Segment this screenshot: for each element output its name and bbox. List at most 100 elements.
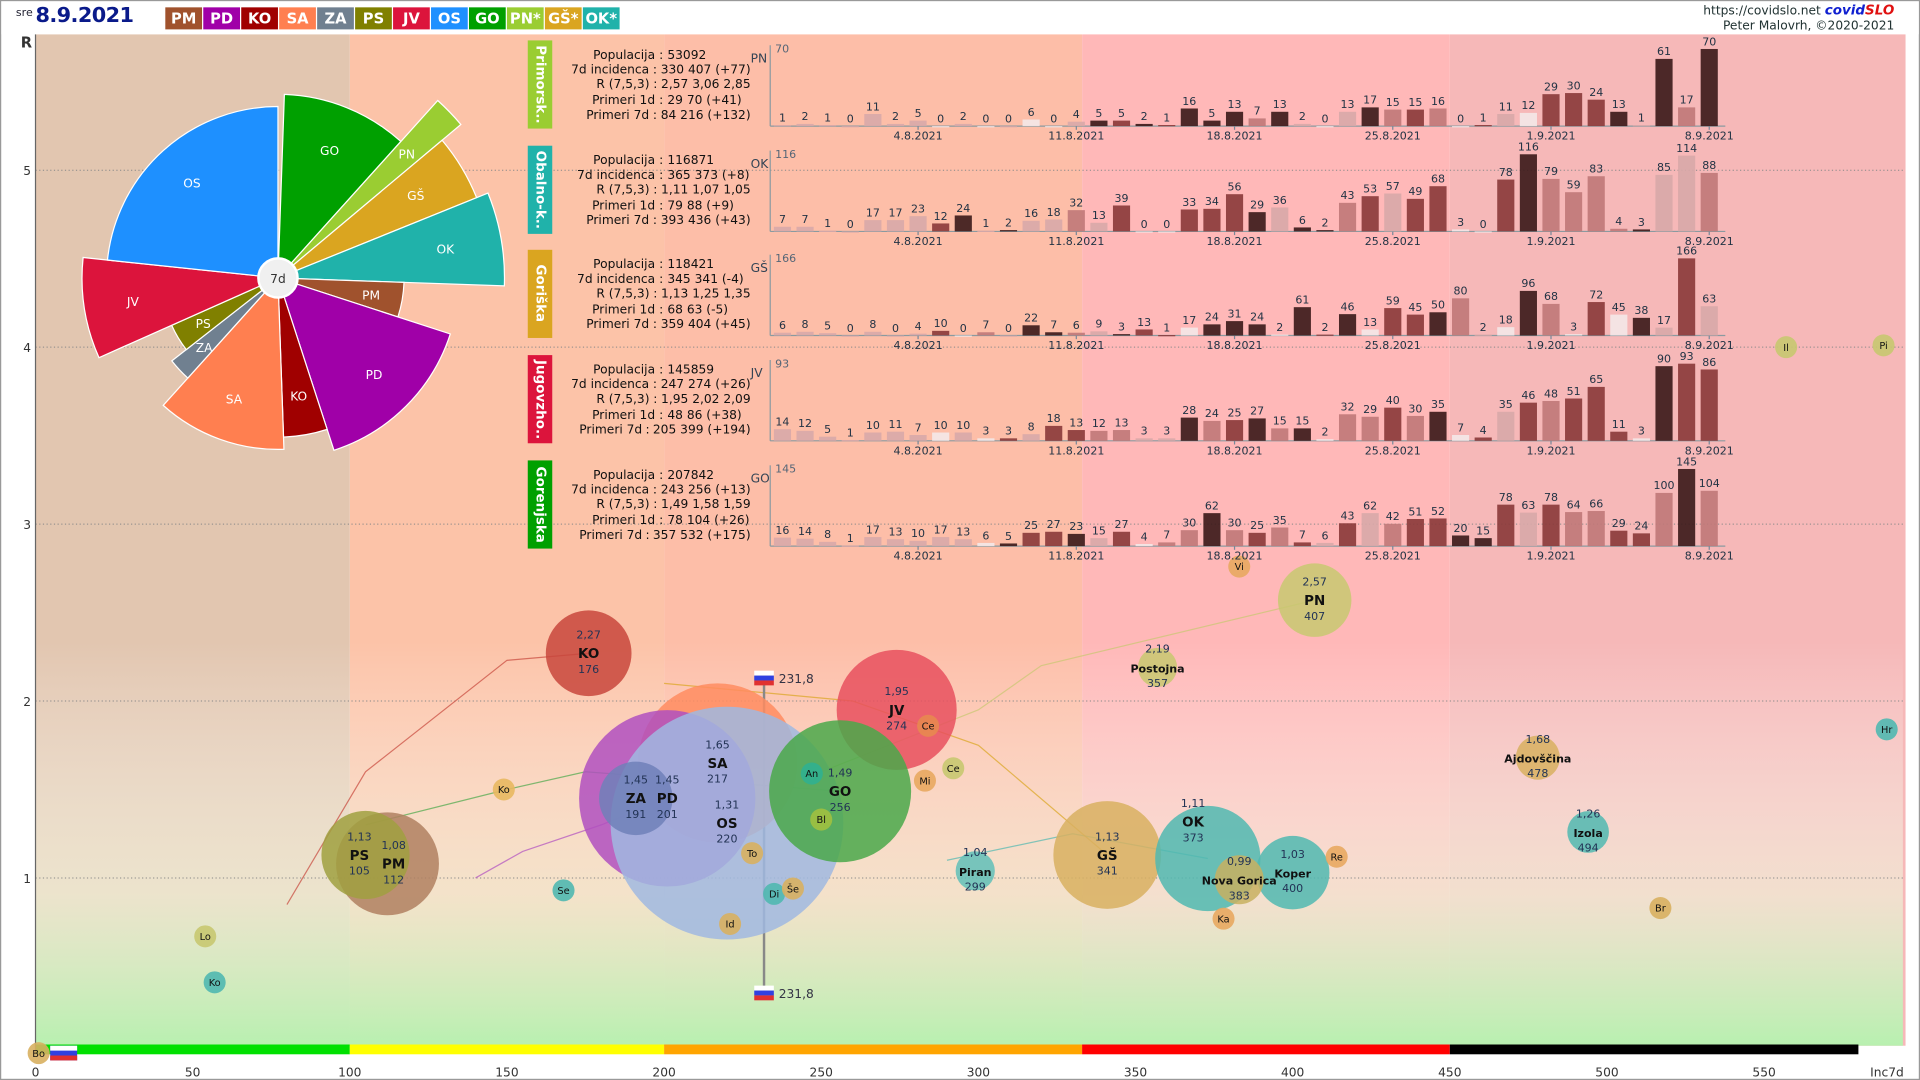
bar-value-label: 1 <box>824 111 831 124</box>
bar <box>1406 314 1424 336</box>
municipality-marker <box>763 882 786 905</box>
bar <box>1384 109 1402 127</box>
bar-value-label: 79 <box>1544 165 1558 178</box>
bar <box>1135 123 1153 127</box>
bar-value-label: 1 <box>982 217 989 230</box>
bar-value-label: 100 <box>1654 479 1675 492</box>
brand-part-b: SLO <box>1865 2 1895 19</box>
bar-value-label: 62 <box>1363 499 1377 512</box>
bubble-r-value: 2,19 <box>1145 643 1170 656</box>
municipality-marker <box>1875 718 1898 741</box>
stat-colon: : <box>645 423 650 437</box>
bar-value-label: 38 <box>1634 304 1648 317</box>
bar-value-label: 116 <box>1518 141 1539 154</box>
stat-row: Primeri 7d:205 399 (+194) <box>555 423 750 438</box>
y-tick-label: 5 <box>23 164 31 178</box>
bar <box>1271 111 1289 127</box>
bar-value-label: 16 <box>1431 95 1445 108</box>
bar-value-label: 17 <box>934 523 948 536</box>
bar <box>1225 111 1244 127</box>
bubble-r-value: 2,27 <box>576 629 601 642</box>
bar-value-label: 11 <box>1612 418 1626 431</box>
bubble-r-value: 0,99 <box>1227 855 1252 868</box>
incidence-band <box>1082 1044 1450 1055</box>
bar <box>1248 418 1266 441</box>
bar-value-label: 63 <box>1702 293 1716 306</box>
date-label: 8.9.2021 <box>1685 444 1734 457</box>
legend-item-jv: JV <box>393 7 430 30</box>
bar-value-label: 25 <box>1024 519 1038 532</box>
bar-value-label: 104 <box>1699 477 1720 490</box>
bar-value-label: 65 <box>1589 373 1603 386</box>
pie-center <box>257 257 299 299</box>
bar <box>1678 107 1696 127</box>
bar <box>1497 114 1515 127</box>
bar-value-label: 68 <box>1544 290 1558 303</box>
municipality-label: Ce <box>922 721 935 732</box>
bar-value-label: 13 <box>956 526 970 539</box>
bar-value-label: 3 <box>1638 425 1645 438</box>
bar <box>1542 178 1560 232</box>
bar <box>1700 490 1718 547</box>
bar <box>954 123 972 127</box>
bar-ymax-label: 93 <box>775 357 789 370</box>
bar-ymax-label: 166 <box>775 252 796 265</box>
bubble-za <box>599 761 673 836</box>
bar-value-label: 1 <box>1163 111 1170 124</box>
national-value: 231,8 <box>779 987 814 1001</box>
municipality-label: Hr <box>1881 725 1893 736</box>
bar-value-label: 35 <box>1431 398 1445 411</box>
date-label: 4.8.2021 <box>894 339 943 352</box>
pie-slice-label: SA <box>226 393 243 407</box>
bar <box>1452 435 1470 441</box>
stat-label: 7d incidenca <box>571 378 650 393</box>
stat-value: 1,13 1,25 1,35 <box>661 288 751 302</box>
bar <box>1655 327 1673 336</box>
bar <box>954 335 972 337</box>
slovenia-flag-icon <box>754 670 774 676</box>
pie-slice-label: PD <box>366 368 383 382</box>
bar-value-label: 13 <box>1137 316 1151 329</box>
date-title: 8.9.2021 <box>35 3 134 29</box>
bar-value-label: 0 <box>960 322 967 335</box>
panel-code: GO <box>751 471 770 485</box>
legend-item-gš*: GŠ* <box>544 7 582 30</box>
bubble-r-value: 1,45 <box>655 774 680 787</box>
pie-slice-label: GŠ <box>407 188 424 203</box>
date-label: 11.8.2021 <box>1048 130 1104 143</box>
bar-value-label: 43 <box>1341 189 1355 202</box>
stat-value: 247 274 (+26) <box>660 378 751 393</box>
stat-value: 84 216 (+132) <box>660 108 751 123</box>
bubble-label: JV <box>888 704 905 719</box>
y-tick-label: 4 <box>23 341 31 355</box>
bubble-incidence: 407 <box>1304 610 1325 623</box>
bar <box>841 545 859 547</box>
bar <box>886 539 905 547</box>
stat-label: Primeri 7d <box>586 214 650 228</box>
stat-value: 357 532 (+175) <box>652 528 751 543</box>
x-tick-label: 500 <box>1595 1065 1618 1079</box>
bar-value-label: 4 <box>1615 215 1622 228</box>
stat-label: Populacija <box>593 48 656 63</box>
stat-colon: : <box>645 528 650 543</box>
site-url[interactable]: https://covidslo.net <box>1703 4 1821 19</box>
bar-value-label: 5 <box>1095 107 1102 120</box>
bar-value-label: 36 <box>1273 194 1287 207</box>
bar <box>1158 231 1176 233</box>
bar <box>1158 335 1176 337</box>
bar-value-label: 6 <box>1073 319 1080 332</box>
bar <box>886 431 905 441</box>
x-tick-label: 200 <box>652 1065 675 1079</box>
bubble-label: PS <box>350 849 370 864</box>
bar <box>841 335 859 337</box>
bar-value-label: 18 <box>1047 412 1061 425</box>
bar-value-label: 0 <box>847 218 854 231</box>
bubble-r-value: 1,13 <box>1095 830 1120 843</box>
bar <box>954 539 972 547</box>
municipality-label: Ko <box>498 785 510 796</box>
bar-value-label: 45 <box>1612 301 1626 314</box>
